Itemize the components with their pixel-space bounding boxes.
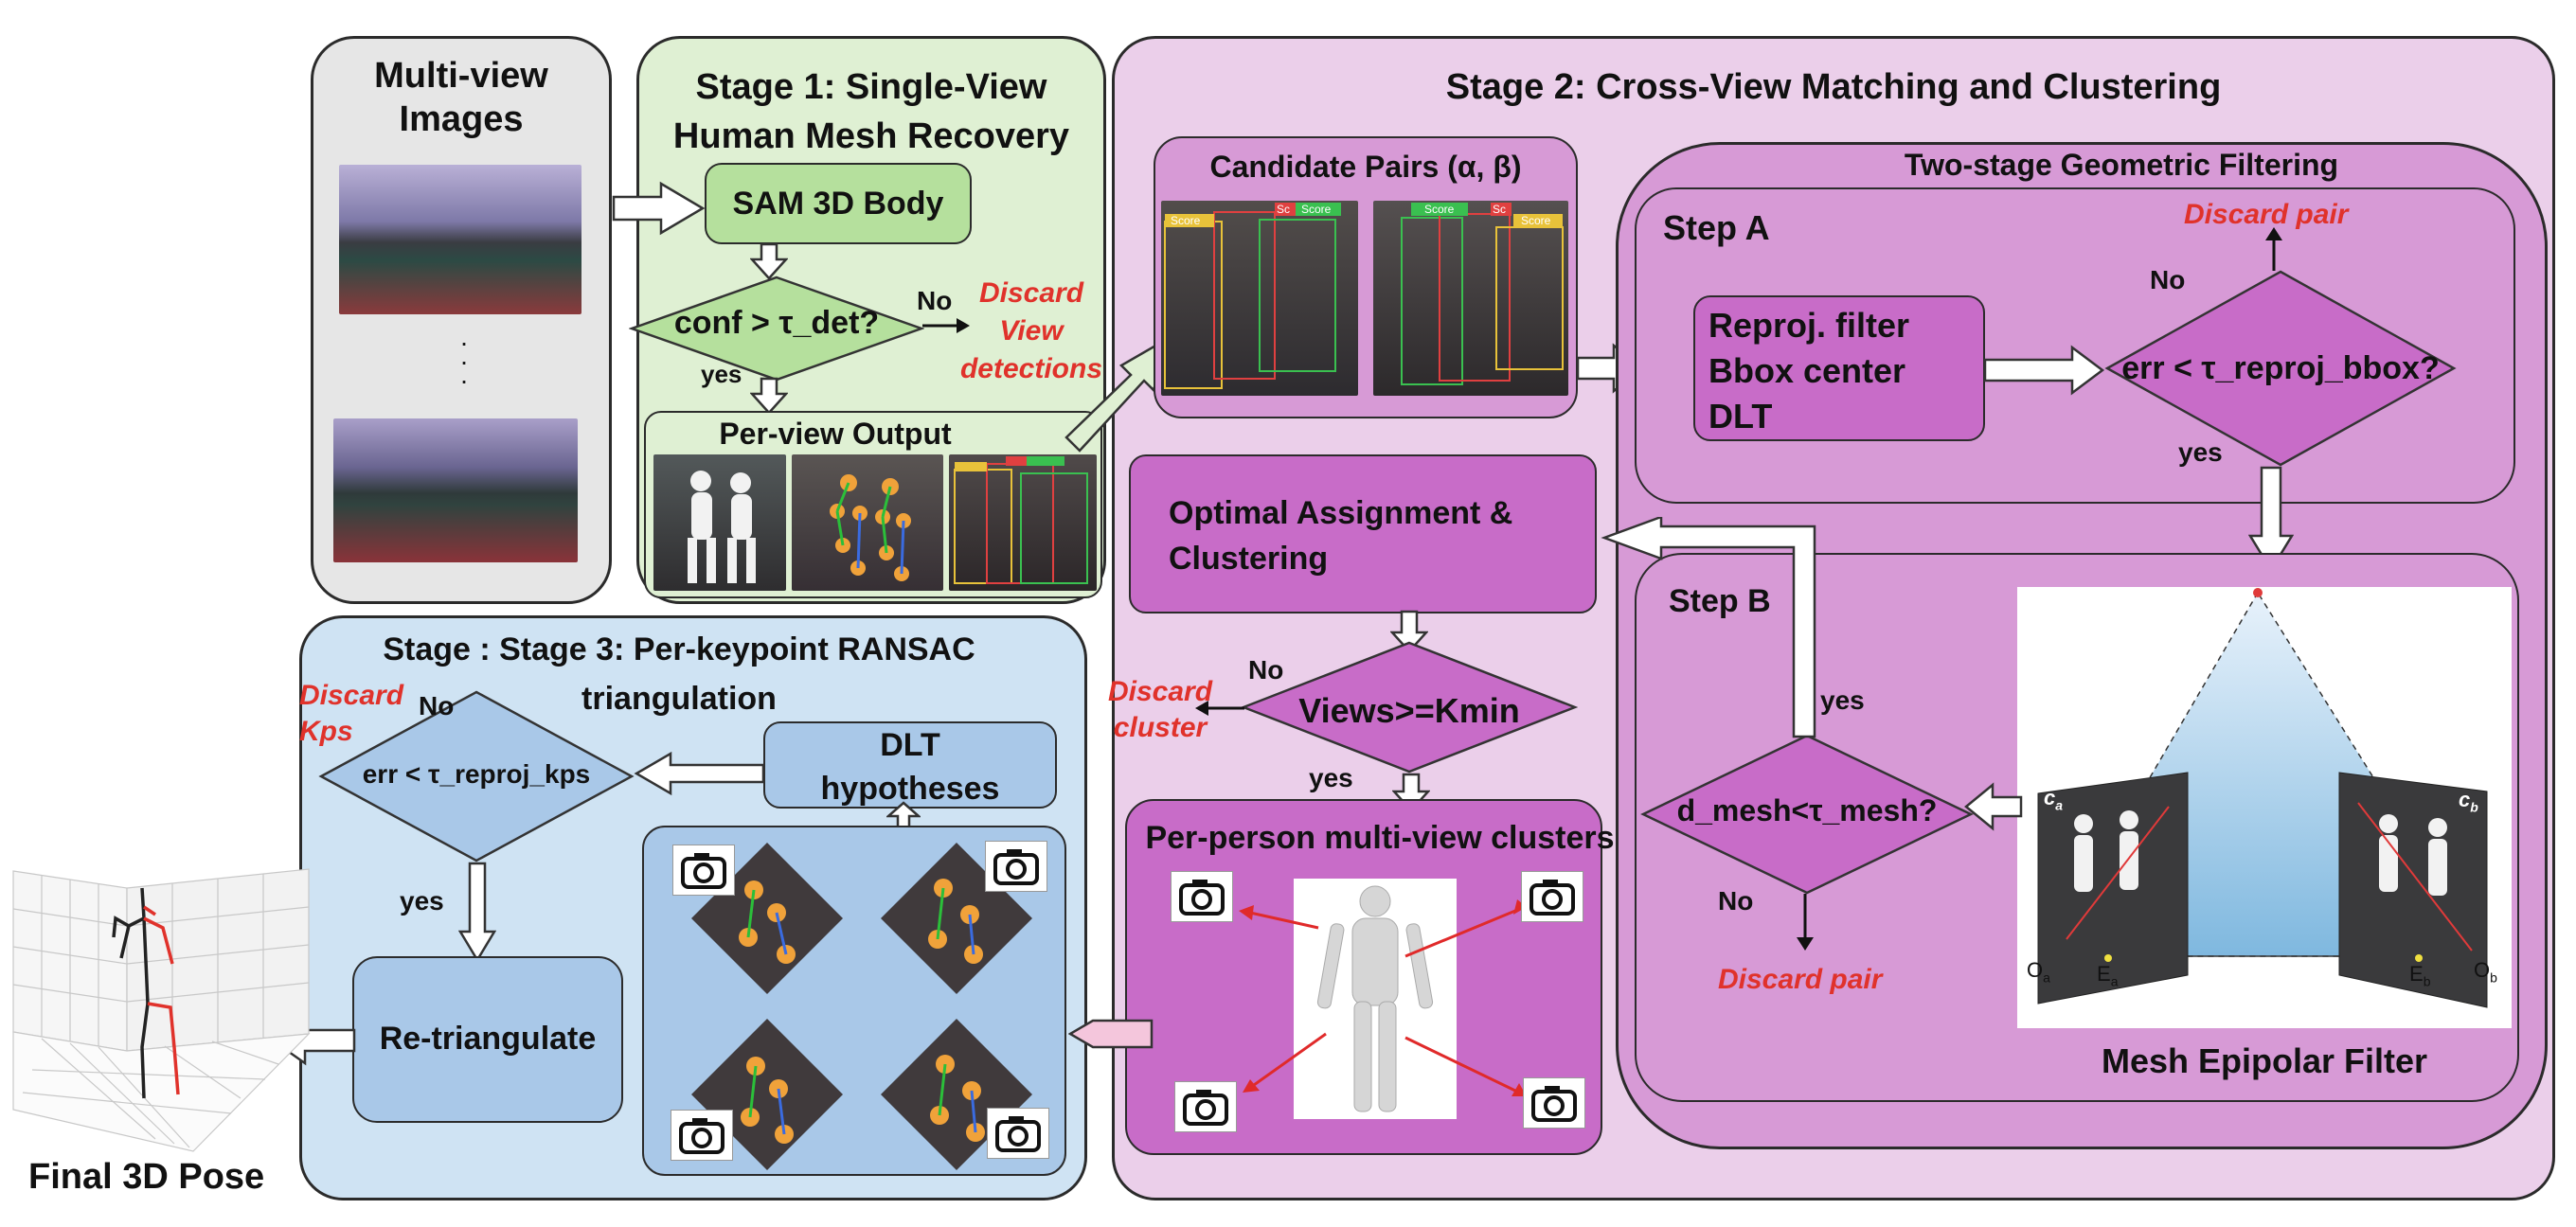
camera-icon <box>985 841 1047 892</box>
discardA: Discard pair <box>2184 199 2349 230</box>
eb-label: Eb <box>2409 962 2431 989</box>
bbox-thumb <box>949 454 1097 591</box>
arrow-decisionA-no <box>2265 227 2282 271</box>
arrow-decision-to-retri <box>458 862 496 963</box>
cb-label: cb <box>2459 788 2478 815</box>
candidate-pairs-title: Candidate Pairs (α, β) <box>1209 150 1522 184</box>
reproj-box <box>1693 295 1985 441</box>
decisionA-no: No <box>2150 265 2186 294</box>
views-yes: yes <box>1309 763 1353 792</box>
reproj-label: Reproj. filter Bbox center DLT <box>1708 306 1910 436</box>
score-tag-b1: Score <box>1424 203 1455 216</box>
arrow-reproj-to-decisionA <box>1983 345 2105 396</box>
ob-label: Ob <box>2474 958 2497 986</box>
filter-title: Two-stage Geometric Filtering <box>1904 148 2339 182</box>
conf-no: No <box>917 286 953 315</box>
discard-cluster: Discard cluster <box>1108 676 1213 743</box>
oa-label: Oa <box>2027 958 2050 986</box>
camera-icon <box>671 1110 733 1161</box>
mesh-render-thumb <box>653 454 786 591</box>
sam-box <box>705 163 972 244</box>
decisionB-diamond <box>1640 734 1974 895</box>
camera-icon <box>1171 871 1233 922</box>
decisionB-no: No <box>1718 886 1754 916</box>
score-tag-a2: Score <box>1301 203 1332 216</box>
conf-label: conf > τ_det? <box>673 305 880 341</box>
sc-tag-a: Sc <box>1277 203 1291 216</box>
arrow-figure-to-decisionB <box>1964 782 2023 831</box>
arrow-conf-no <box>922 318 970 333</box>
stepB-label: Step B <box>1669 583 1771 619</box>
final-pose-plot <box>4 862 316 1153</box>
arrow-views-no <box>1195 701 1244 716</box>
arrow-assign-to-views <box>1390 610 1428 653</box>
decisionB-label: d_mesh<τ_mesh? <box>1676 793 1938 827</box>
mesh-body-figure <box>1294 879 1457 1119</box>
candidate-thumb-b: Score Sc Score <box>1373 201 1568 396</box>
arrow-dlt-to-decision <box>634 751 765 796</box>
decisionA-label: err < τ_reproj_bbox? <box>2121 350 2440 386</box>
clusters-title: Per-person multi-view clusters <box>1145 820 1615 856</box>
court-image-top <box>339 165 581 314</box>
decisionA-diamond <box>2104 270 2457 467</box>
epipolar-title: Mesh Epipolar Filter <box>2101 1041 2428 1080</box>
kps-decision-diamond <box>318 690 635 862</box>
final-pose-title: Final 3D Pose <box>28 1157 265 1197</box>
decisionB-yes: yes <box>1820 685 1865 715</box>
dlt-label: DLT hypotheses <box>820 727 1000 807</box>
arrow-decisionB-to-assign <box>1601 517 1816 738</box>
stage1-title: Stage 1: Single-View Human Mesh Recovery <box>672 67 1070 156</box>
assign-label: Optimal Assignment & Clustering <box>1169 495 1513 577</box>
keypoint-thumb <box>792 454 943 591</box>
camera-icon <box>672 845 735 896</box>
conf-yes: yes <box>701 360 742 388</box>
kps-yes: yes <box>400 886 444 916</box>
arrow-input-to-sam <box>612 181 706 236</box>
discard-kps: Discard Kps <box>299 680 404 747</box>
ea-label: Ea <box>2097 962 2119 989</box>
camera-icon <box>987 1108 1049 1159</box>
assign-box <box>1129 454 1597 614</box>
camera-icon <box>1174 1081 1237 1132</box>
score-tag-b2: Score <box>1521 214 1551 227</box>
discardB: Discard pair <box>1718 964 1883 995</box>
sc-tag-b: Sc <box>1493 203 1507 216</box>
camera-icon <box>1523 1077 1585 1129</box>
retriangulate-box <box>352 956 623 1123</box>
epipolar-geometry <box>2037 588 2488 1008</box>
input-title: Multi-view Images <box>374 56 548 139</box>
pose-plot-grid <box>12 868 311 1152</box>
candidate-thumb-a: Score Sc Score <box>1161 201 1358 396</box>
arrow-sam-to-conf <box>750 242 788 280</box>
decisionA-yes: yes <box>2178 437 2223 467</box>
sam-label: SAM 3D Body <box>732 186 944 222</box>
kps-decision-label: err < τ_reproj_kps <box>362 759 591 789</box>
arrow-decisionB-no <box>1797 894 1814 951</box>
camera-icon <box>1521 871 1583 922</box>
per-view-output-title: Per-view Output <box>719 417 952 451</box>
score-tag-a1: Score <box>1171 214 1201 227</box>
retriangulate-label: Re-triangulate <box>379 1021 597 1057</box>
kps-no: No <box>419 691 455 720</box>
arrow-clusters-to-stage3 <box>1068 1019 1154 1049</box>
views-label: Views>=Kmin <box>1298 691 1520 730</box>
epipolar-figure: ca cb Oa Ea Eb Ob <box>2017 587 2512 1028</box>
views-diamond <box>1241 641 1578 774</box>
discard-view: Discard View detections <box>959 277 1103 384</box>
stage2-title: Stage 2: Cross-View Matching and Cluster… <box>1445 67 2222 107</box>
court-image-bottom <box>333 418 578 562</box>
views-no: No <box>1248 655 1284 685</box>
arrow-conf-to-output <box>750 377 788 415</box>
stepA-label: Step A <box>1663 208 1770 247</box>
stage3-title: Stage : Stage 3: Per-keypoint RANSAC tri… <box>383 631 975 717</box>
ellipsis-dots: . . . <box>460 322 468 389</box>
ca-label: ca <box>2044 786 2064 813</box>
cluster-arrows <box>1239 899 1527 1096</box>
